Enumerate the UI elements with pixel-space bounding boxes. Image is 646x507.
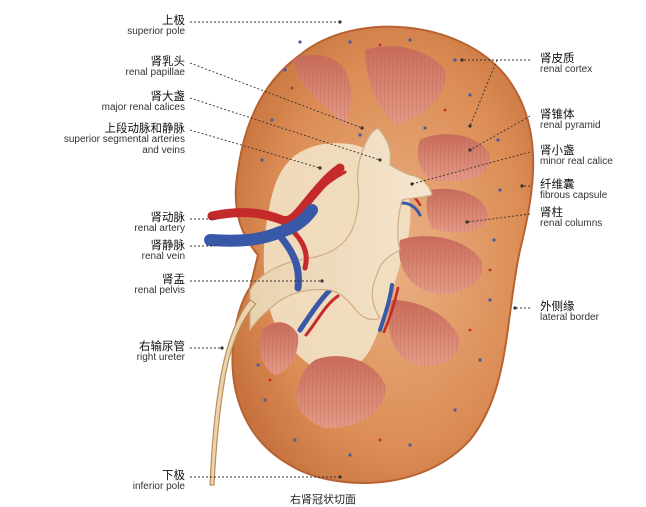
label-en: major renal calices — [101, 102, 185, 113]
label-zh: 下极 — [162, 468, 185, 482]
label-zh: 右输尿管 — [139, 339, 185, 353]
leader-end-dots — [220, 20, 524, 479]
label-renal-pelvis: 肾盂 renal pelvis — [134, 273, 185, 296]
label-en: renal columns — [540, 218, 603, 229]
label-zh: 肾乳头 — [150, 54, 186, 68]
label-en: superior pole — [127, 26, 185, 37]
label-en: lateral border — [540, 312, 599, 323]
label-right-ureter: 右输尿管 right ureter — [137, 340, 185, 363]
label-inferior-pole: 下极 inferior pole — [133, 469, 185, 492]
label-zh: 肾皮质 — [540, 51, 575, 65]
label-superior-pole: 上极 superior pole — [127, 14, 185, 37]
label-en: renal papillae — [125, 67, 186, 78]
label-en: renal pelvis — [134, 285, 185, 296]
label-zh: 外侧缘 — [540, 299, 575, 313]
label-zh: 肾柱 — [540, 205, 563, 219]
label-zh: 肾动脉 — [150, 210, 186, 224]
label-en: renal cortex — [540, 64, 593, 75]
label-minor-calice: 肾小盏 minor real calice — [540, 144, 613, 167]
label-zh: 肾大盏 — [150, 89, 186, 103]
label-en-2: and veins — [142, 145, 185, 156]
label-renal-cortex: 肾皮质 renal cortex — [540, 52, 592, 75]
label-en-1: superior segmental arteries — [63, 134, 185, 145]
label-fibrous-capsule: 纤维囊 fibrous capsule — [540, 178, 607, 201]
label-en: inferior pole — [132, 481, 185, 492]
label-lateral-border: 外侧缘 lateral border — [540, 300, 599, 323]
label-zh: 上段动脉和静脉 — [104, 121, 186, 135]
label-renal-papillae: 肾乳头 renal papillae — [126, 55, 186, 78]
label-renal-artery: 肾动脉 renal artery — [134, 211, 185, 234]
label-zh: 纤维囊 — [540, 177, 575, 191]
renal-vein — [204, 204, 318, 247]
label-en: right ureter — [136, 352, 185, 363]
leader-lines — [189, 21, 531, 478]
label-en: renal pyramid — [540, 120, 601, 131]
label-renal-vein: 肾静脉 renal vein — [142, 239, 185, 262]
ureter — [209, 299, 257, 486]
label-segmental-vessels: 上段动脉和静脉 superior segmental arteries and … — [64, 122, 185, 156]
label-zh: 肾盂 — [162, 272, 185, 286]
label-major-calices: 肾大盏 major renal calices — [102, 90, 185, 113]
cortex-dots — [256, 38, 502, 457]
label-zh: 上极 — [162, 13, 185, 27]
label-en: renal artery — [134, 223, 185, 234]
label-zh: 肾静脉 — [150, 238, 186, 252]
figure-caption: 右肾冠状切面 — [290, 493, 356, 506]
label-zh: 肾小盏 — [540, 143, 575, 157]
label-zh: 肾锥体 — [540, 107, 575, 121]
label-renal-columns: 肾柱 renal columns — [540, 206, 602, 229]
label-en: minor real calice — [540, 156, 613, 167]
label-renal-pyramid: 肾锥体 renal pyramid — [540, 108, 601, 131]
renal-artery — [207, 163, 345, 226]
renal-pyramids — [259, 46, 491, 429]
label-en: renal vein — [141, 251, 185, 262]
label-en: fibrous capsule — [540, 190, 608, 201]
